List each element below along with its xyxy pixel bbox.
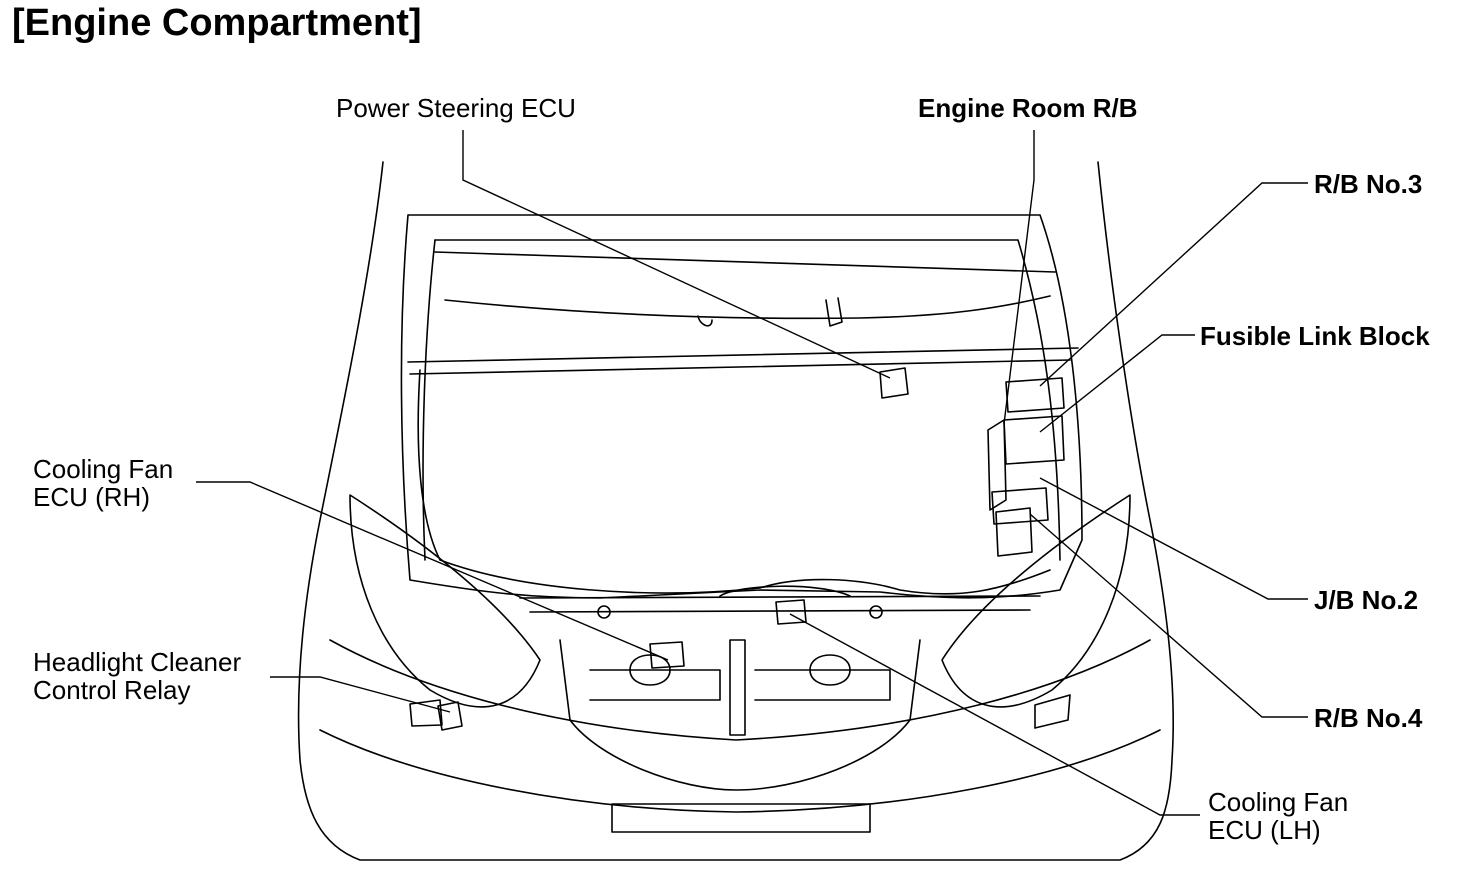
mount-right [869,605,883,619]
cowl-bar-bottom [409,359,1071,375]
leader-jb-no2 [1039,477,1308,600]
leader-engine-room-rb [1003,130,1035,425]
label-cooling-fan-ecu-rh-line2: ECU (RH) [33,482,150,512]
radiator-support-curve [719,585,851,597]
cowl-upper [434,251,1056,273]
label-engine-room-rb: Engine Room R/B [918,93,1138,123]
label-rb-no4: R/B No.4 [1314,703,1423,733]
cowl-lower [444,295,1051,320]
bay-lower-box-right [754,669,891,701]
center-latch [729,639,746,736]
license-plate [611,803,871,833]
label-cooling-fan-ecu-rh-line1: Cooling Fan [33,454,174,484]
cooling-fan-ecu-rh-box [649,641,685,669]
label-jb-no2: J/B No.2 [1314,585,1419,615]
fog-lamp-left [409,699,443,727]
leader-fusible-link-block [1039,334,1195,433]
cowl-bracket-right [825,297,843,327]
engine-room-rb-box [987,419,1007,511]
hood-inner-left [422,239,436,561]
bumper-lower [319,729,1161,813]
mount-left [597,605,611,619]
leader-headlight-cleaner [270,676,451,713]
label-power-steering-ecu: Power Steering ECU [336,93,576,123]
label-rb-no3: R/B No.3 [1314,169,1423,199]
jb-no2-box [991,487,1049,525]
engine-bay-outline [417,369,1051,595]
label-cooling-fan-ecu-lh-line2: ECU (LH) [1208,815,1321,845]
hood-inner-line [434,239,1061,561]
hood-frame [400,214,1083,599]
headlight-right [941,494,1131,708]
cowl-bar-top [407,347,1079,363]
bumper-upper [329,639,1151,741]
radiator-support-bottom [529,609,1031,613]
label-cooling-fan-ecu-lh-line1: Cooling Fan [1208,787,1349,817]
leader-rb-no4 [1029,513,1308,718]
bay-lower-box-left [589,669,721,701]
power-steering-ecu-box [879,367,909,399]
radiator-support-top [519,595,1041,599]
headlight-left [349,494,541,708]
headlight-cleaner-relay-box [437,701,463,731]
label-fusible-link-block: Fusible Link Block [1200,321,1430,351]
leader-cooling-fan-ecu-lh [789,613,1200,816]
fog-lamp-right [1034,694,1071,729]
grille-opening [559,639,921,791]
page-title: [Engine Compartment] [12,2,422,44]
label-headlight-cleaner-line1: Headlight Cleaner [33,647,242,677]
rb-no4-box [995,507,1033,557]
leader-cooling-fan-ecu-rh [196,481,669,661]
leader-power-steering-ecu [462,130,891,379]
leader-rb-no3 [1039,182,1308,387]
rb-no3-box [1005,377,1065,413]
cowl-bracket-left [697,315,713,327]
body-outline [297,161,1174,861]
label-headlight-cleaner-line2: Control Relay [33,675,191,705]
